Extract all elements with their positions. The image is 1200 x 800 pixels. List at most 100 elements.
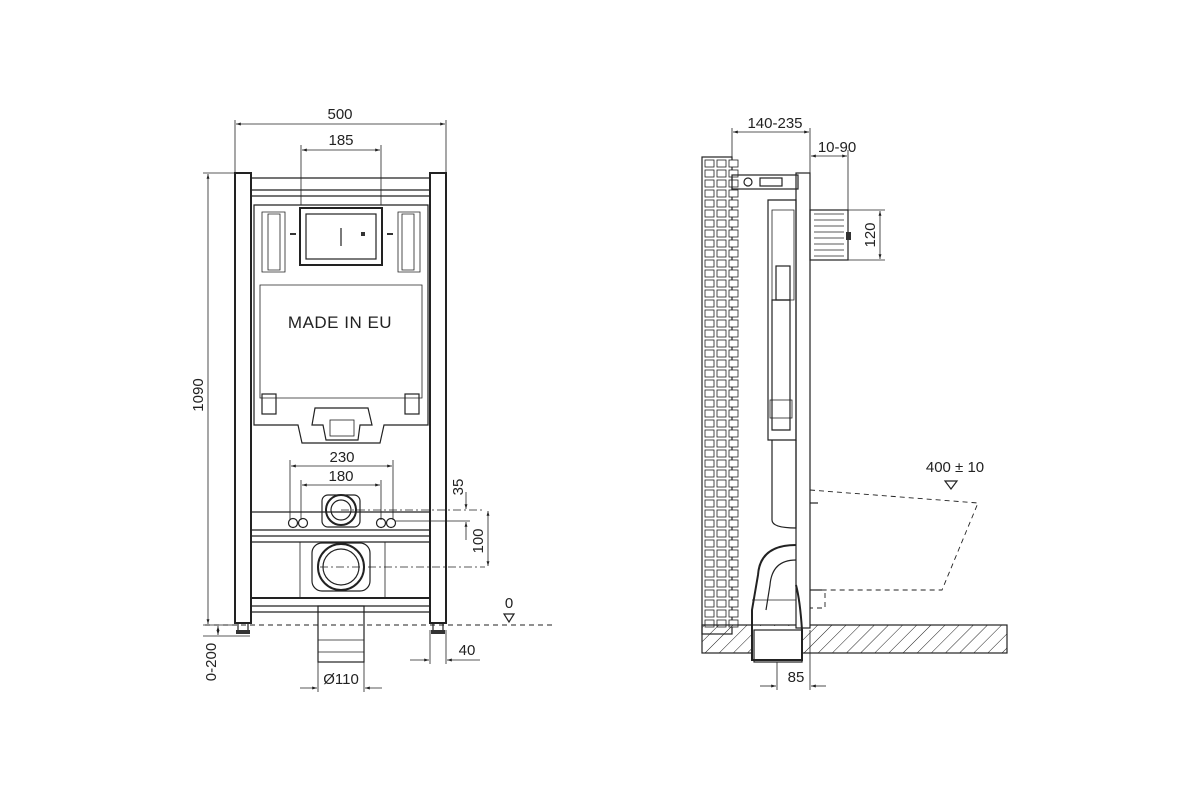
wall-tile xyxy=(716,259,727,268)
vertical-offset-dimensions: 35 100 xyxy=(450,479,490,566)
wall-tile xyxy=(704,389,715,398)
wall-tile xyxy=(728,189,739,198)
front-view: 500 185 1090 0-200 xyxy=(190,106,555,692)
pipe-diameter-dim: Ø110 xyxy=(300,662,382,692)
wall-tile xyxy=(716,279,727,288)
wall-tile xyxy=(704,579,715,588)
wall-tile xyxy=(716,229,727,238)
wall-tile xyxy=(704,499,715,508)
wall-tile xyxy=(728,509,739,518)
wall-tile xyxy=(704,159,715,168)
wall-tile xyxy=(716,509,727,518)
width-dimension: 500 xyxy=(234,106,447,175)
zero-level-label: 0 xyxy=(505,595,513,612)
panel-width-dimension: 185 xyxy=(300,132,382,205)
wall-tile xyxy=(728,159,739,168)
wall-tile xyxy=(716,579,727,588)
wall-tile xyxy=(728,569,739,578)
wall-tile xyxy=(704,519,715,528)
wall-tile xyxy=(728,609,739,618)
wall-tile xyxy=(728,349,739,358)
wall-tile xyxy=(728,259,739,268)
wall-tile xyxy=(716,309,727,318)
wall-tile xyxy=(728,239,739,248)
wall-tile xyxy=(728,459,739,468)
bolt-spacing-dimensions: 230 180 xyxy=(289,449,394,520)
wall-tile xyxy=(704,489,715,498)
wall-tile xyxy=(704,329,715,338)
wall-tile xyxy=(716,189,727,198)
wall-tile xyxy=(704,229,715,238)
wall-tile xyxy=(728,379,739,388)
wall-tile xyxy=(704,469,715,478)
wall-tile xyxy=(728,319,739,328)
panel-width-dim-label: 185 xyxy=(328,132,353,149)
wall-tile xyxy=(716,339,727,348)
wall-tile xyxy=(716,409,727,418)
wall-tile xyxy=(704,429,715,438)
wall-tile xyxy=(716,249,727,258)
width-dim-label: 500 xyxy=(327,106,352,123)
wall-tile xyxy=(704,299,715,308)
wall-tile xyxy=(704,459,715,468)
wall-tile xyxy=(716,489,727,498)
wall-tile xyxy=(704,259,715,268)
wall-tile xyxy=(728,449,739,458)
wall-tile xyxy=(716,399,727,408)
bowl-height-marker: 400 ± 10 xyxy=(926,459,984,490)
frame xyxy=(234,172,447,634)
zero-level: 0 xyxy=(205,595,555,626)
wall-tile xyxy=(704,399,715,408)
wall-tile xyxy=(704,479,715,488)
wall-tile xyxy=(704,239,715,248)
made-in-label: MADE IN EU xyxy=(288,313,392,332)
wall-tile xyxy=(716,459,727,468)
spacing-180-label: 180 xyxy=(328,468,353,485)
wall-tile xyxy=(728,559,739,568)
wall-tile xyxy=(716,379,727,388)
wall-tile xyxy=(728,279,739,288)
wall-tile xyxy=(704,449,715,458)
wall-tile xyxy=(728,329,739,338)
wall-tile xyxy=(704,569,715,578)
wall-tile xyxy=(704,509,715,518)
floor xyxy=(701,624,1008,664)
wall-tile xyxy=(716,529,727,538)
wall-tile xyxy=(704,539,715,548)
flush-plate-dimension: 120 xyxy=(848,209,885,261)
wall-tile xyxy=(728,209,739,218)
wall-tile xyxy=(704,359,715,368)
leg-dim-label: 0-200 xyxy=(203,643,220,681)
wall-tile xyxy=(728,309,739,318)
wall-tile xyxy=(716,609,727,618)
wall-tile xyxy=(704,589,715,598)
dim-40-label: 40 xyxy=(459,642,476,659)
wall-tile xyxy=(728,269,739,278)
spacing-230-label: 230 xyxy=(329,449,354,466)
outlets xyxy=(287,494,485,663)
pipe-offset-label: 85 xyxy=(788,669,805,686)
wall-tile xyxy=(728,369,739,378)
pipe-diameter-label: Ø110 xyxy=(323,671,359,688)
wall-tile xyxy=(716,169,727,178)
dim-35-label: 35 xyxy=(450,479,467,496)
wall-tile xyxy=(728,169,739,178)
side-frame xyxy=(731,172,851,663)
toilet-bowl-outline xyxy=(809,489,979,609)
wall-tile xyxy=(704,209,715,218)
wall-tile xyxy=(704,409,715,418)
wall-tile xyxy=(728,579,739,588)
wall-tile xyxy=(728,199,739,208)
wall-tile xyxy=(716,519,727,528)
cistern: MADE IN EU xyxy=(253,204,429,444)
wall-tile xyxy=(704,319,715,328)
wall-tile xyxy=(716,419,727,428)
depth-dimension: 140-235 xyxy=(731,115,811,173)
wall-tile xyxy=(728,399,739,408)
wall-tile xyxy=(716,449,727,458)
tile-wall xyxy=(701,156,739,635)
wall-tile xyxy=(728,219,739,228)
dim-100-label: 100 xyxy=(470,528,487,553)
offset-dim-label: 10-90 xyxy=(818,139,856,156)
